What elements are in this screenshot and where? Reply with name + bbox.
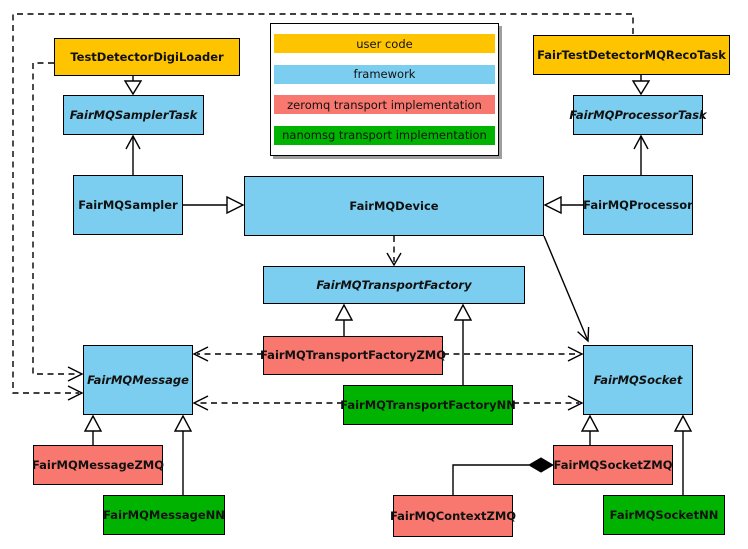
class-label: TestDetectorDigiLoader <box>70 49 224 64</box>
edge-device-transportfactory <box>386 236 402 267</box>
class-label: FairMQProcessor <box>583 197 693 212</box>
class-fairmqdevice: FairMQDevice <box>244 176 544 236</box>
class-label: FairMQDevice <box>349 198 439 213</box>
class-fairtestdetectormqrecotask: FairTestDetectorMQRecoTask <box>533 35 730 75</box>
class-label: FairMQTransportFactoryNN <box>340 397 516 412</box>
class-fairmqtransportfactoryzmq: FairMQTransportFactoryZMQ <box>260 336 447 375</box>
class-label: FairMQProcessorTask <box>569 107 707 122</box>
class-fairmqsocketzmq: FairMQSocketZMQ <box>553 445 673 485</box>
legend-label: user code <box>356 36 413 51</box>
edge-socketzmq-socket <box>580 414 600 445</box>
edge-digiloader-samplertask <box>123 76 143 96</box>
legend-item-nanomsg: nanomsg transport implementation <box>274 125 495 145</box>
edge-factoryzmq-factory <box>334 303 354 336</box>
class-label: FairMQSocketNN <box>609 507 719 522</box>
edge-factorynn-factory <box>453 303 473 385</box>
class-testdetectordigiloader: TestDetectorDigiLoader <box>54 38 240 76</box>
edge-recotask-processortask <box>631 75 651 96</box>
edge-socketzmq-contextzmq <box>452 457 554 495</box>
class-fairmqcontextzmq: FairMQContextZMQ <box>389 495 517 537</box>
legend-item-user-code: user code <box>274 34 495 53</box>
class-fairmqsocketnn: FairMQSocketNN <box>603 495 725 535</box>
class-fairmqmessagezmq: FairMQMessageZMQ <box>31 445 165 485</box>
class-label: FairMQSamplerTask <box>69 107 198 122</box>
class-fairmqsamplertask: FairMQSamplerTask <box>63 95 204 135</box>
class-label: FairMQSampler <box>78 197 178 212</box>
legend-item-zeromq: zeromq transport implementation <box>274 95 495 115</box>
edge-processor-device <box>543 195 583 215</box>
legend-label: framework <box>353 67 416 82</box>
class-label: FairMQTransportFactory <box>316 277 472 292</box>
class-label: FairMQMessage <box>87 372 189 387</box>
legend-label: zeromq transport implementation <box>287 97 482 112</box>
edge-processor-processortask <box>633 134 649 175</box>
edge-device-socket <box>543 235 590 343</box>
class-label: FairTestDetectorMQRecoTask <box>537 47 726 62</box>
class-fairmqsampler: FairMQSampler <box>73 175 183 235</box>
edge-messagenn-message <box>173 414 193 495</box>
edge-sampler-device <box>183 195 245 215</box>
class-label: FairMQSocketZMQ <box>553 457 673 472</box>
class-fairmqmessagenn: FairMQMessageNN <box>103 495 225 535</box>
class-fairmqmessage: FairMQMessage <box>83 345 193 415</box>
class-label: FairMQMessageZMQ <box>31 457 165 472</box>
edge-factoryzmq-socket <box>443 346 584 362</box>
legend-item-framework: framework <box>274 64 495 84</box>
class-label: FairMQSocket <box>593 372 683 387</box>
class-fairmqprocessortask: FairMQProcessorTask <box>569 95 707 135</box>
class-label: FairMQTransportFactoryZMQ <box>260 348 447 363</box>
legend: user code framework zeromq transport imp… <box>270 23 499 156</box>
edge-factorynn-socket <box>513 395 584 411</box>
composition-diamond-icon <box>528 457 554 473</box>
edge-factorynn-message <box>192 395 343 411</box>
edge-messagezmq-message <box>83 414 103 445</box>
legend-label: nanomsg transport implementation <box>282 128 487 143</box>
edge-sampler-samplertask <box>125 134 141 175</box>
class-fairmqprocessor: FairMQProcessor <box>583 175 693 235</box>
edge-factoryzmq-message <box>192 346 263 362</box>
class-label: FairMQContextZMQ <box>389 508 517 523</box>
edge-socketnn-socket <box>673 414 693 495</box>
class-fairmqtransportfactory: FairMQTransportFactory <box>263 266 525 304</box>
class-fairmqtransportfactorynn: FairMQTransportFactoryNN <box>340 385 516 425</box>
class-label: FairMQMessageNN <box>103 507 225 522</box>
class-fairmqsocket: FairMQSocket <box>583 345 693 415</box>
